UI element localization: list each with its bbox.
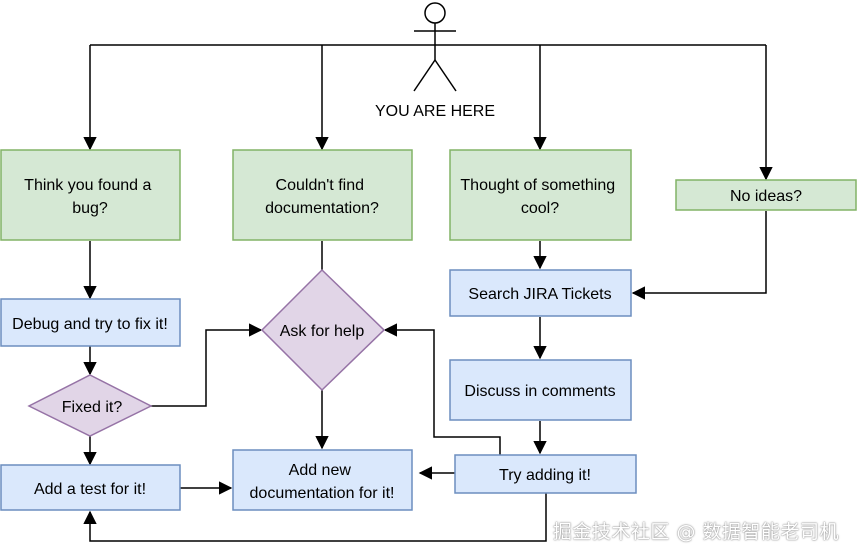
node-try (454, 454, 637, 494)
edge-fixed-help (151, 323, 263, 407)
label-noideas: No ideas? (730, 188, 802, 205)
label-search: Search JIRA Tickets (468, 286, 611, 303)
you-are-here-label: YOU ARE HERE (375, 103, 495, 120)
node-test (0, 464, 181, 511)
node-labels: Think you found a bug? Couldn't find doc… (12, 177, 802, 502)
edge-try-help (383, 323, 501, 455)
node-discuss (449, 359, 632, 421)
node-shapes (0, 149, 857, 511)
node-search (449, 269, 632, 317)
edge-noideas-search (631, 211, 767, 300)
label-adddoc: Add new documentation for it! (250, 462, 395, 502)
connectors (83, 44, 773, 542)
stick-figure-icon (413, 2, 457, 92)
node-adddoc (232, 449, 413, 511)
node-noideas (675, 179, 857, 211)
label-bug: Think you found a bug? (24, 177, 156, 217)
edge-try-test (83, 493, 547, 542)
label-cool: Thought of something cool? (460, 177, 619, 217)
label-discuss: Discuss in comments (464, 383, 615, 400)
node-help (260, 268, 386, 392)
node-debug (0, 298, 181, 347)
label-try: Try adding it! (499, 467, 591, 484)
label-nodoc: Couldn't find documentation? (265, 177, 379, 217)
watermark: 掘金技术社区 @ 数据智能老司机 (552, 521, 839, 543)
node-nodoc (232, 149, 413, 241)
node-fixed (27, 374, 153, 437)
label-test: Add a test for it! (34, 481, 146, 498)
node-cool (449, 149, 632, 241)
node-bug (0, 149, 181, 241)
label-fixed: Fixed it? (62, 399, 123, 416)
label-debug: Debug and try to fix it! (12, 316, 168, 333)
label-help: Ask for help (280, 323, 365, 340)
